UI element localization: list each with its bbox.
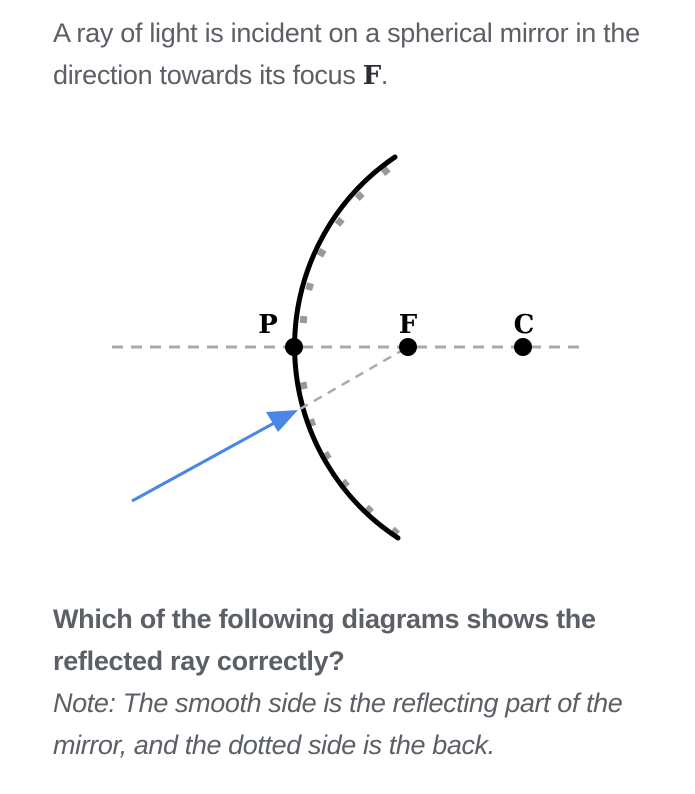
- question-text: Which of the following diagrams shows th…: [53, 604, 596, 676]
- focus-point: [399, 338, 417, 356]
- focus-symbol: F: [362, 61, 381, 91]
- ray-extension-to-focus: [299, 345, 409, 411]
- problem-statement: A ray of light is incident on a spherica…: [53, 12, 673, 97]
- center-point: [514, 338, 532, 356]
- pole-label: P: [258, 310, 278, 340]
- focus-label: F: [399, 310, 418, 340]
- mirror-diagram: P F C: [112, 154, 582, 541]
- mirror-back-ticks: [299, 166, 400, 537]
- center-label: C: [514, 310, 535, 340]
- intro-text: A ray of light is incident on a spherica…: [53, 18, 640, 90]
- incident-ray-arrowhead-icon: [266, 410, 298, 432]
- note-text: Note: The smooth side is the reflecting …: [53, 688, 623, 760]
- intro-end: .: [380, 60, 389, 90]
- incident-ray: [131, 420, 277, 503]
- pole-point: [285, 338, 303, 356]
